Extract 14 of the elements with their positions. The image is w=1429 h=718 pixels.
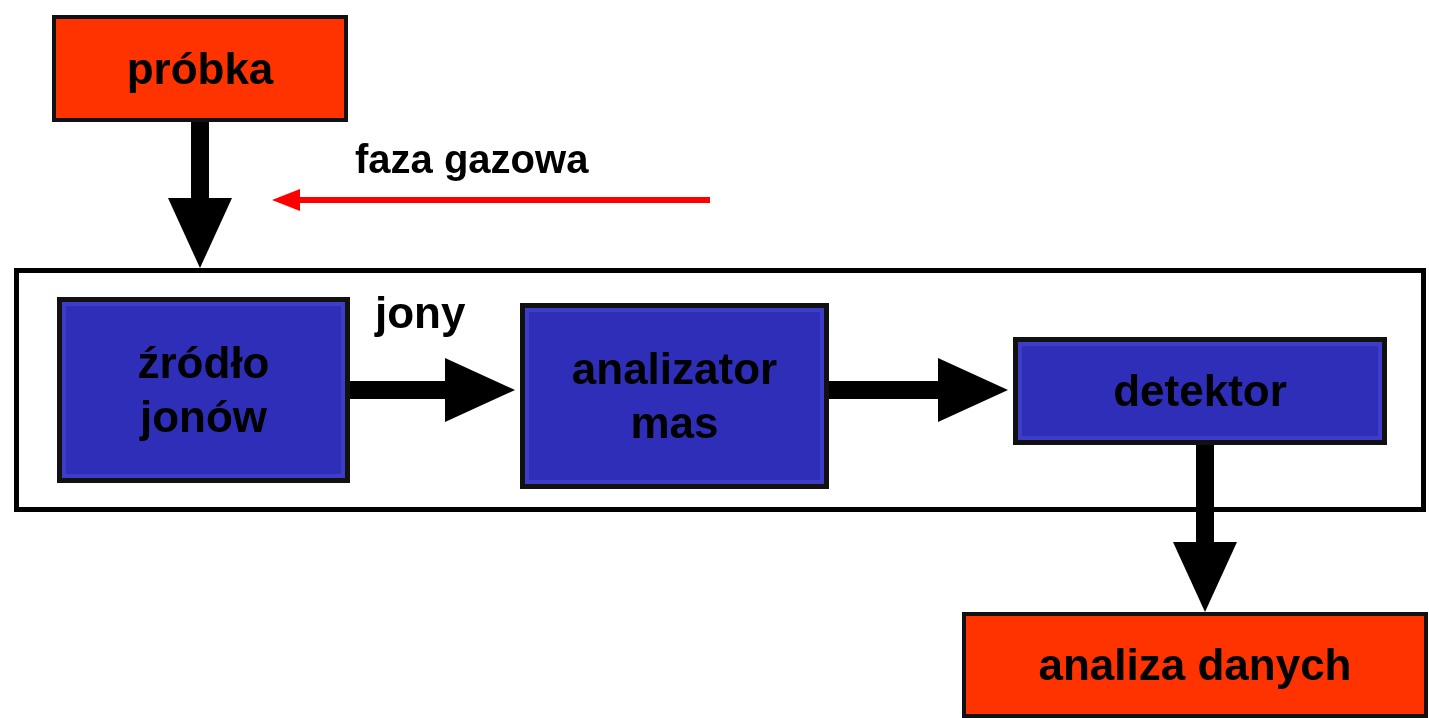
system-frame xyxy=(14,268,1426,512)
process-box xyxy=(962,612,1428,718)
box-label: detektor xyxy=(1113,365,1287,418)
process-box xyxy=(520,303,829,489)
process-box xyxy=(1013,337,1387,445)
edge-label: jony xyxy=(375,288,466,338)
note-label: faza gazowa xyxy=(355,137,589,182)
box-label: próbka xyxy=(126,42,274,95)
box-label: źródło jonów xyxy=(136,337,271,443)
process-box xyxy=(52,15,348,122)
arrow xyxy=(168,122,232,268)
box-label: analizator mas xyxy=(570,343,779,449)
box-label: analiza danych xyxy=(1038,639,1352,692)
process-box xyxy=(57,297,350,483)
